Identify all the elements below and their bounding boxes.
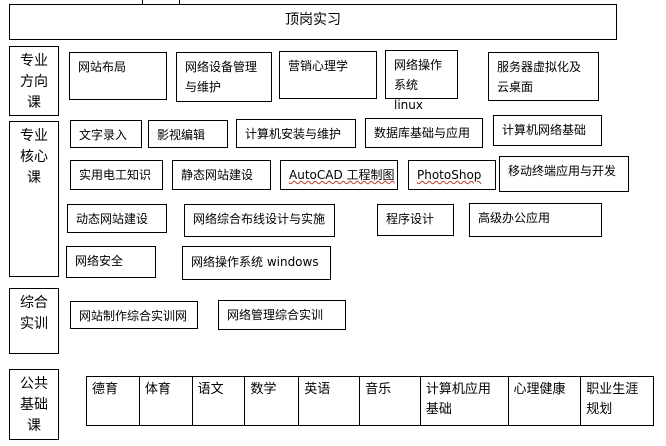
course-database: 数据库基础与应用 [365, 118, 483, 148]
top-edge-fragment [142, 0, 180, 4]
public-course-computer-basics: 计算机应用基础 [421, 377, 509, 425]
course-linux-os: 网络操作系统 linux [385, 50, 458, 112]
public-course-math: 数学 [245, 377, 300, 425]
title-internship: 顶岗实习 [9, 4, 617, 40]
public-course-chinese: 语文 [193, 377, 246, 425]
course-typing: 文字录入 [70, 120, 142, 148]
section-direction-line-1: 专业 [20, 53, 48, 69]
section-core-line-2: 核心 [20, 149, 48, 165]
section-training-line-1: 综合 [20, 295, 48, 311]
course-electrician: 实用电工知识 [70, 160, 163, 190]
section-training-line-2: 实训 [20, 316, 48, 332]
section-core-line-1: 专业 [20, 128, 48, 144]
section-training: 综合 实训 [9, 288, 59, 354]
section-direction-line-3: 课 [27, 95, 41, 111]
course-photoshop-label: PhotoShop [417, 168, 482, 182]
public-course-career-planning: 职业生涯规划 [586, 382, 639, 417]
course-pc-installation: 计算机安装与维护 [236, 119, 356, 148]
course-server-virtualization: 服务器虚拟化及云桌面 [488, 52, 599, 101]
course-website-training: 网站制作综合实训网 [70, 301, 198, 329]
course-photoshop: PhotoShop [408, 160, 496, 190]
course-network-management-training: 网络管理综合实训 [218, 300, 346, 330]
course-static-website: 静态网站建设 [172, 160, 271, 190]
course-cabling-design: 网络综合布线设计与实施 [184, 204, 335, 237]
section-direction: 专业 方向 课 [9, 46, 59, 116]
course-autocad: AutoCAD 工程制图 [280, 160, 398, 190]
section-public-line-3: 课 [27, 418, 41, 434]
course-programming: 程序设计 [377, 204, 454, 236]
course-windows-os: 网络操作系统 windows [182, 246, 331, 280]
section-core: 专业 核心 课 [9, 121, 59, 277]
public-course-music: 音乐 [360, 377, 421, 425]
course-autocad-label: AutoCAD 工程制图 [289, 168, 395, 182]
public-course-mental-health: 心理健康 [509, 377, 582, 425]
course-network-device-management: 网络设备管理与维护 [176, 52, 272, 102]
course-dynamic-website: 动态网站建设 [67, 204, 167, 233]
section-public-line-2: 基础 [20, 397, 48, 413]
section-public-line-1: 公共 [20, 376, 48, 392]
course-website-layout: 网站布局 [69, 52, 167, 100]
course-video-editing: 影视编辑 [148, 120, 228, 148]
section-direction-line-2: 方向 [20, 74, 48, 90]
course-office-apps: 高级办公应用 [469, 203, 602, 237]
course-network-security: 网络安全 [66, 246, 156, 278]
public-course-english: 英语 [299, 377, 361, 425]
course-mobile-terminal: 移动终端应用与开发 [499, 156, 629, 192]
public-courses-table: 德育 体育 语文 数学 英语 音乐 计算机应用基础 心理健康 职业生涯规划 [86, 376, 654, 426]
course-network-basics: 计算机网络基础 [493, 115, 602, 146]
public-course-pe: 体育 [140, 377, 193, 425]
section-core-line-3: 课 [27, 170, 41, 186]
course-marketing-psychology: 营销心理学 [279, 51, 377, 99]
section-public: 公共 基础 课 [9, 369, 59, 440]
public-course-moral: 德育 [87, 377, 140, 425]
